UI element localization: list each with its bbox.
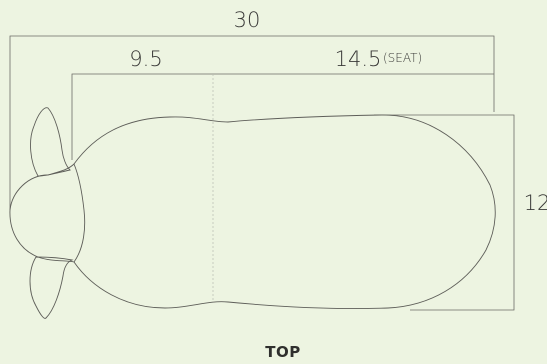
width-label: 12: [524, 191, 547, 215]
head-outline: [9, 163, 86, 263]
segment-dimension: 9.5 14.5 (SEAT): [71, 47, 494, 160]
animal-outline: [9, 107, 496, 319]
body-outline: [73, 114, 496, 309]
overall-length-dimension: 30: [9, 8, 495, 210]
width-line: [374, 114, 515, 311]
seat-length-label: 14.5: [335, 47, 382, 71]
bottom-ear-outline: [29, 256, 74, 319]
head-length-label: 9.5: [129, 47, 162, 71]
segment-line: [71, 73, 494, 160]
top-ear-outline: [30, 107, 71, 177]
seat-note-label: (SEAT): [383, 51, 422, 65]
overall-length-label: 30: [234, 8, 261, 32]
width-dimension: 12: [374, 114, 547, 311]
view-caption: TOP: [265, 343, 300, 361]
